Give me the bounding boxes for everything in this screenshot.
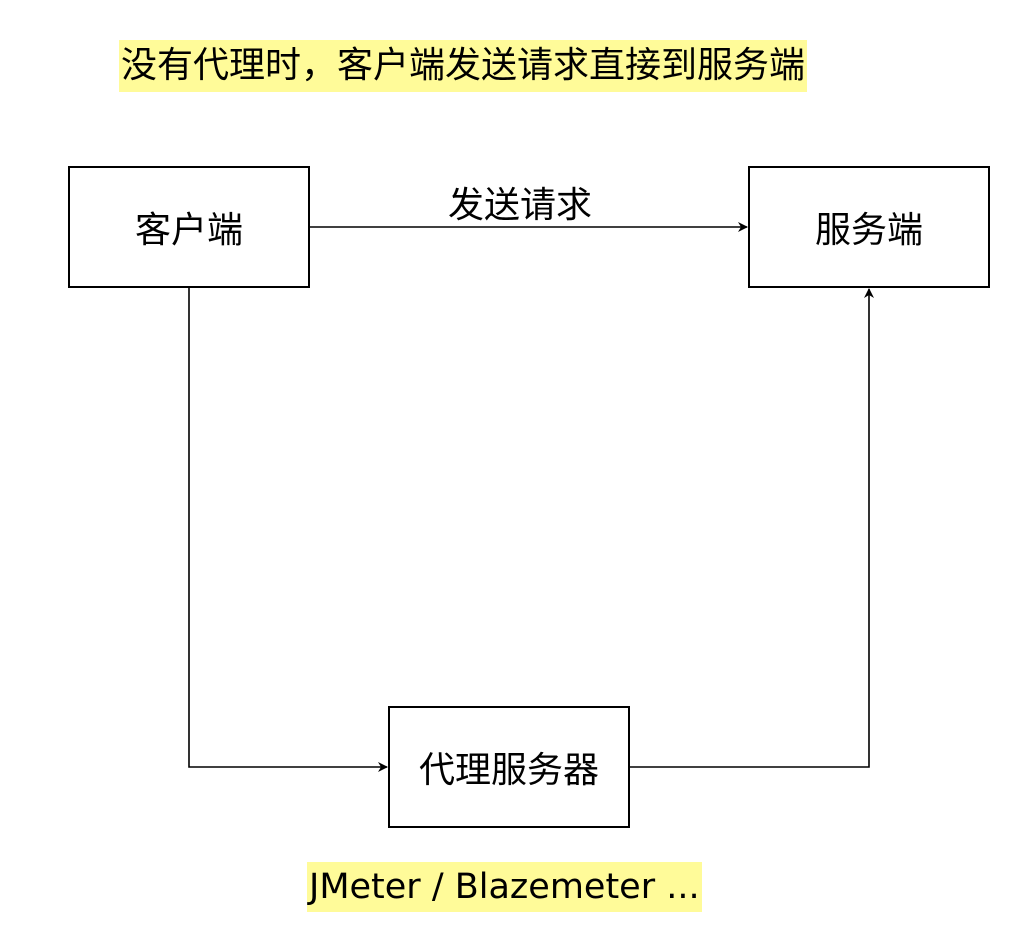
client-node: 客户端	[68, 166, 310, 288]
proxy-server-node: 代理服务器	[388, 706, 630, 828]
client-node-label: 客户端	[134, 210, 243, 251]
edge-client-to-proxy	[188, 288, 388, 772]
edge-proxy-to-server	[630, 288, 874, 768]
footer-note: JMeter / Blazemeter ...	[307, 862, 702, 912]
server-node: 服务端	[748, 166, 990, 288]
proxy-server-node-label: 代理服务器	[418, 750, 599, 791]
diagram-title: 没有代理时，客户端发送请求直接到服务端	[119, 40, 808, 92]
edge-label-send-request: 发送请求	[447, 185, 592, 226]
server-node-label: 服务端	[814, 210, 923, 251]
